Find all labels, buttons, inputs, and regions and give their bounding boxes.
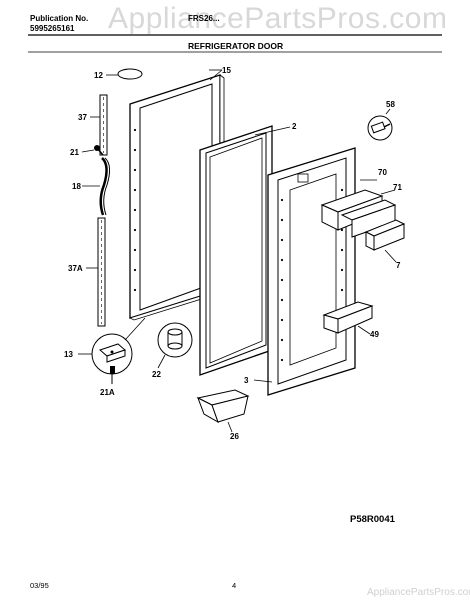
part-7-small-bin <box>364 219 406 263</box>
section-title: REFRIGERATOR DOOR <box>188 41 284 51</box>
part-13-hinge <box>78 317 146 375</box>
callout-22: 22 <box>152 370 161 379</box>
part-21a-screw <box>110 366 115 384</box>
callout-21a: 21A <box>100 388 115 397</box>
callout-58: 58 <box>386 100 395 109</box>
model-number: FRS26... <box>188 14 220 23</box>
part-15-door-outer-panel <box>128 69 226 321</box>
part-3-door-liner <box>253 147 356 396</box>
part-37-trim-strip <box>90 94 108 156</box>
callout-37a: 37A <box>68 264 83 273</box>
callout-13: 13 <box>64 350 73 359</box>
diagram-code: P58R0041 <box>350 514 395 525</box>
callout-49: 49 <box>370 330 379 339</box>
part-49-door-shelf <box>322 301 374 335</box>
callout-18: 18 <box>72 182 81 191</box>
callout-15: 15 <box>222 66 231 75</box>
part-12-plug <box>106 68 143 80</box>
callout-26: 26 <box>230 432 239 441</box>
callout-21: 21 <box>70 148 79 157</box>
part-37a-trim-strip <box>86 217 106 327</box>
part-58-screw <box>367 108 393 141</box>
part-18-handle <box>82 157 111 216</box>
callout-70: 70 <box>378 168 387 177</box>
part-22-cam <box>157 322 193 369</box>
watermark: AppliancePartsPros.com <box>108 2 448 35</box>
footer-date: 03/95 <box>30 581 49 590</box>
callout-3: 3 <box>244 376 249 385</box>
page-number: 4 <box>232 581 237 590</box>
part-26-bin <box>196 389 250 433</box>
callout-2: 2 <box>292 122 297 131</box>
publication-number: 5995265161 <box>30 24 75 33</box>
part-21-screw <box>81 145 104 156</box>
publication-label: Publication No. <box>30 14 89 23</box>
callout-12: 12 <box>94 71 103 80</box>
callout-37: 37 <box>78 113 87 122</box>
footer-watermark: AppliancePartsPros.com <box>367 587 470 598</box>
callout-71: 71 <box>393 183 402 192</box>
callout-7: 7 <box>396 261 401 270</box>
part-71-bin-cover <box>340 189 397 238</box>
